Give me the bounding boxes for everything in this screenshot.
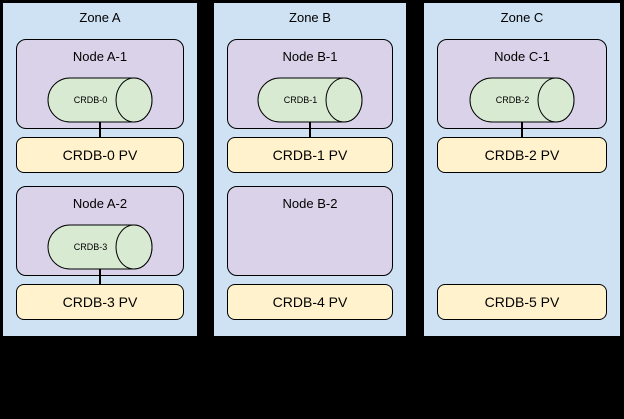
node-a1-box: Node A-1 CRDB-0 bbox=[16, 39, 184, 129]
zone-a-panel: Zone A Node A-1 CRDB-0 CRDB-0 PV Node A-… bbox=[2, 2, 198, 337]
crdb-0-pv-box: CRDB-0 PV bbox=[16, 137, 184, 173]
node-c1-box: Node C-1 CRDB-2 bbox=[437, 39, 607, 129]
zone-c-panel: Zone C Node C-1 CRDB-2 CRDB-2 PV CRDB-5 … bbox=[423, 2, 621, 337]
crdb-3-pv-box: CRDB-3 PV bbox=[16, 284, 184, 320]
cylinder-icon bbox=[469, 77, 575, 123]
crdb-5-pv-box: CRDB-5 PV bbox=[437, 284, 607, 320]
cylinder-icon bbox=[257, 77, 363, 123]
crdb-1-pod-label: CRDB-1 bbox=[283, 95, 318, 105]
node-a2-title: Node A-2 bbox=[72, 196, 128, 211]
connector-crdb1-to-pv bbox=[309, 122, 311, 137]
cylinder-icon bbox=[47, 224, 153, 270]
node-a2-box: Node A-2 CRDB-3 bbox=[16, 186, 184, 276]
connector-crdb0-to-pv bbox=[99, 122, 101, 137]
node-b2-title: Node B-2 bbox=[282, 196, 338, 211]
zone-c-title: Zone C bbox=[500, 10, 544, 25]
zone-a-title: Zone A bbox=[79, 10, 121, 25]
crdb-2-pod-cylinder: CRDB-2 bbox=[469, 77, 575, 123]
cylinder-icon bbox=[47, 77, 153, 123]
crdb-0-pod-label: CRDB-0 bbox=[73, 95, 108, 105]
crdb-4-pv-box: CRDB-4 PV bbox=[227, 284, 393, 320]
crdb-3-pod-label: CRDB-3 bbox=[73, 242, 108, 252]
crdb-1-pv-box: CRDB-1 PV bbox=[227, 137, 393, 173]
connector-crdb3-to-pv bbox=[99, 269, 101, 284]
node-b1-box: Node B-1 CRDB-1 bbox=[227, 39, 393, 129]
connector-crdb2-to-pv bbox=[521, 122, 523, 137]
node-b2-box: Node B-2 bbox=[227, 186, 393, 276]
zone-b-panel: Zone B Node B-1 CRDB-1 CRDB-1 PV Node B-… bbox=[213, 2, 407, 337]
crdb-0-pod-cylinder: CRDB-0 bbox=[47, 77, 153, 123]
node-a1-title: Node A-1 bbox=[72, 49, 128, 64]
zone-b-title: Zone B bbox=[289, 10, 331, 25]
node-c1-title: Node C-1 bbox=[494, 49, 550, 64]
crdb-1-pod-cylinder: CRDB-1 bbox=[257, 77, 363, 123]
crdb-2-pod-label: CRDB-2 bbox=[495, 95, 530, 105]
crdb-3-pod-cylinder: CRDB-3 bbox=[47, 224, 153, 270]
crdb-2-pv-box: CRDB-2 PV bbox=[437, 137, 607, 173]
node-b1-title: Node B-1 bbox=[282, 49, 338, 64]
